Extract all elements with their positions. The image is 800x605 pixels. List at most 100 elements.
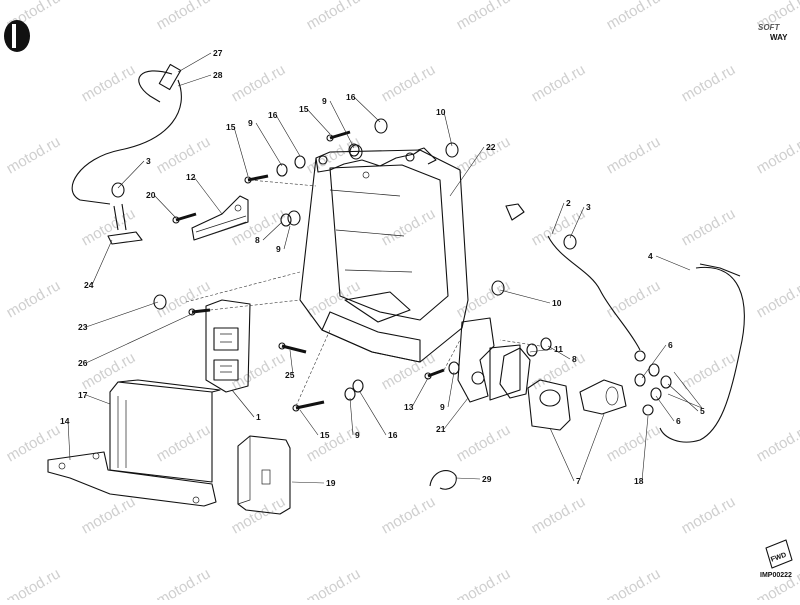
leader-line <box>656 256 690 270</box>
callout-c9a: 9 <box>248 118 253 128</box>
leader-line <box>68 421 70 460</box>
callout-c29: 29 <box>482 474 492 484</box>
callout-c9d: 9 <box>355 430 360 440</box>
watermark-text: motod.ru <box>754 133 800 177</box>
washer <box>649 364 659 376</box>
watermark-text: motod.ru <box>379 349 439 393</box>
alignment-line <box>444 340 460 370</box>
leader-line <box>178 53 211 72</box>
callout-c3a: 3 <box>146 156 151 166</box>
callout-c16c: 16 <box>388 430 398 440</box>
callout-c10b: 10 <box>552 298 562 308</box>
leader-line <box>444 398 468 429</box>
watermark-text: motod.ru <box>4 565 64 600</box>
callout-c9b: 9 <box>322 96 327 106</box>
watermark-text: motod.ru <box>304 565 364 600</box>
watermark-text: motod.ru <box>79 349 139 393</box>
drawing-code: IMP00222 <box>760 572 792 579</box>
leader-line <box>178 75 211 86</box>
main-bracket <box>300 148 468 362</box>
leader-line <box>307 109 330 134</box>
callout-c26: 26 <box>78 358 88 368</box>
callout-c23: 23 <box>78 322 88 332</box>
fasteners <box>112 119 671 411</box>
watermark-text: motod.ru <box>154 565 214 600</box>
callout-c15a: 15 <box>226 122 236 132</box>
callout-c15c: 15 <box>320 430 330 440</box>
watermark-text: motod.ru <box>4 277 64 321</box>
watermark-text: motod.ru <box>529 61 589 105</box>
washer <box>651 388 661 400</box>
leader-line <box>300 410 318 435</box>
watermark-text: motod.ru <box>304 133 364 177</box>
leader-line <box>360 392 386 435</box>
bolt <box>282 346 306 352</box>
leader-line <box>284 226 290 249</box>
watermark-text: motod.ru <box>529 349 589 393</box>
watermark-text: motod.ru <box>604 277 664 321</box>
nut <box>375 119 387 133</box>
watermark-text: motod.ru <box>379 61 439 105</box>
callout-c14: 14 <box>60 416 70 426</box>
leader-line <box>86 395 110 404</box>
leader-lines <box>68 53 702 483</box>
leader-line <box>194 177 222 214</box>
callout-c19: 19 <box>326 478 336 488</box>
watermark-text: motod.ru <box>679 61 739 105</box>
alignment-line <box>296 330 330 406</box>
spacer-clip <box>430 471 456 490</box>
watermark-text: motod.ru <box>604 421 664 465</box>
watermark-text: motod.ru <box>679 205 739 249</box>
callout-c13: 13 <box>404 402 414 412</box>
watermark-text: motod.ru <box>379 205 439 249</box>
leader-line <box>154 195 176 218</box>
callout-c6b: 6 <box>676 416 681 426</box>
leader-line <box>86 302 158 327</box>
watermark-text: motod.ru <box>304 0 364 33</box>
callout-c15b: 15 <box>299 104 309 114</box>
leader-line <box>530 349 552 352</box>
fwd-label: FWD <box>770 552 787 564</box>
nut <box>564 235 576 249</box>
callout-c2: 2 <box>566 198 571 208</box>
callout-c16b: 16 <box>346 92 356 102</box>
leader-line <box>500 290 550 303</box>
relay-plate <box>458 318 520 402</box>
watermark-text: motod.ru <box>754 421 800 465</box>
watermark-text: motod.ru <box>754 277 800 321</box>
callout-c18: 18 <box>634 476 644 486</box>
leader-line <box>550 428 574 481</box>
leader-line <box>412 378 428 407</box>
leader-line <box>118 161 144 188</box>
callout-c3b: 3 <box>586 202 591 212</box>
callout-c7: 7 <box>576 476 581 486</box>
alignment-line <box>250 180 316 186</box>
callout-c17: 17 <box>78 390 88 400</box>
callout-c9e: 9 <box>440 402 445 412</box>
watermark-text: motod.ru <box>604 0 664 33</box>
callout-c16a: 16 <box>268 110 278 120</box>
logo-line1: SOFT <box>758 23 780 32</box>
leader-line <box>234 127 248 176</box>
callout-c8b: 8 <box>572 354 577 364</box>
leader-line <box>276 115 300 156</box>
watermark-text: motod.ru <box>79 493 139 537</box>
callout-c12: 12 <box>186 172 196 182</box>
callout-c4: 4 <box>648 251 653 261</box>
watermark-text: motod.ru <box>679 349 739 393</box>
watermark-text: motod.ru <box>4 133 64 177</box>
brand-mark <box>4 20 30 52</box>
leader-line <box>580 414 604 478</box>
callout-c24: 24 <box>84 280 94 290</box>
watermark-text: motod.ru <box>229 61 289 105</box>
watermark-text: motod.ru <box>754 565 800 600</box>
alignment-line <box>210 300 300 310</box>
callout-c22: 22 <box>486 142 496 152</box>
leader-line <box>656 396 674 421</box>
leader-line <box>444 112 452 146</box>
washer <box>661 376 671 388</box>
leader-line <box>448 372 454 407</box>
watermark-text: motod.ru <box>454 565 514 600</box>
